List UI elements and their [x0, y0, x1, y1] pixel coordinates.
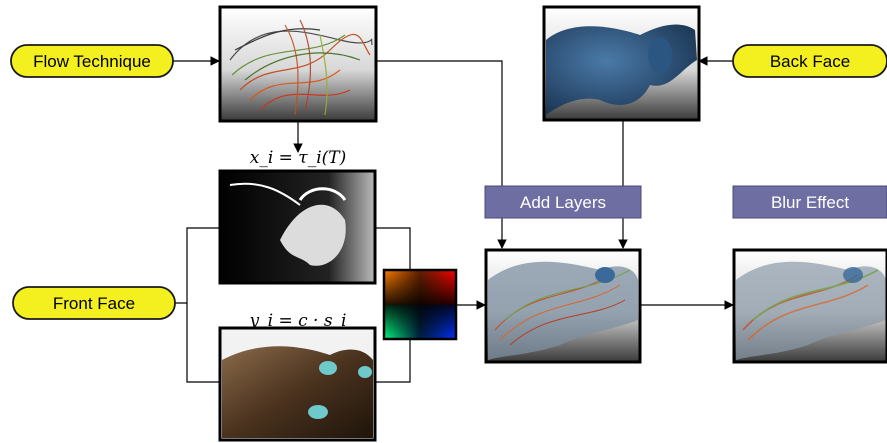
front-face-node: Front Face — [12, 286, 176, 320]
blur-effect-node: Blur Effect — [732, 185, 887, 219]
x-map-render-image — [218, 169, 377, 285]
edge-flow-render-to-add-layers — [376, 60, 507, 249]
y-map-render-image — [218, 326, 377, 442]
edge-front-face-to-x-map — [175, 227, 220, 304]
final-render-image — [732, 248, 887, 364]
blur-effect-label: Blur Effect — [771, 193, 849, 212]
back-face-label: Back Face — [770, 52, 850, 71]
edge-front-face-to-y-map — [186, 303, 220, 383]
front-face-label: Front Face — [53, 294, 135, 313]
x-formula: x_i = τ_i(T) — [250, 148, 347, 168]
back-face-render-image — [542, 5, 701, 122]
composite-render-image — [484, 248, 642, 364]
y-formula: y_i = c · s_i — [249, 311, 347, 331]
flow-technique-node: Flow Technique — [10, 44, 174, 78]
colormap-image — [382, 268, 458, 341]
edge-x-map-to-colormap — [375, 227, 411, 270]
edge-y-map-to-colormap — [375, 339, 411, 383]
add-layers-node: Add Layers — [484, 185, 642, 219]
add-layers-label: Add Layers — [520, 193, 606, 212]
flow-render-image — [218, 5, 378, 123]
back-face-node: Back Face — [732, 44, 887, 78]
flow-technique-label: Flow Technique — [33, 52, 151, 71]
